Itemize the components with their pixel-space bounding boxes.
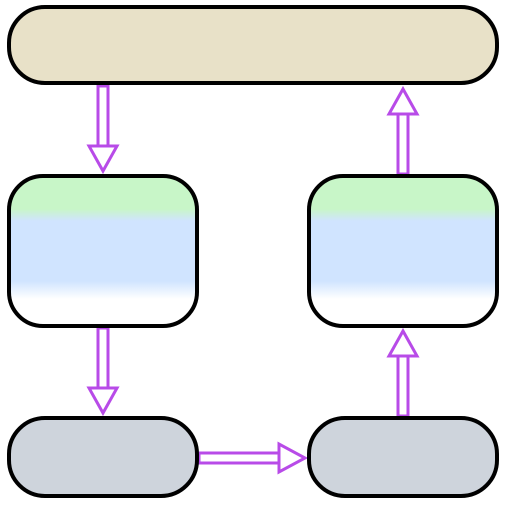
node-left-middle <box>7 174 199 328</box>
arrow-top-to-left-middle <box>86 84 120 175</box>
node-right-bottom <box>307 416 499 498</box>
arrow-right-bottom-to-right-middle <box>386 327 420 418</box>
arrow-right-middle-to-top-bar <box>386 85 420 176</box>
node-left-bottom <box>7 416 199 498</box>
node-right-middle <box>307 174 499 328</box>
arrow-left-middle-to-left-bottom <box>86 326 120 417</box>
arrow-left-bottom-to-right-bottom <box>197 441 309 475</box>
node-top-bar <box>7 5 499 85</box>
nodes-layer <box>7 5 499 498</box>
